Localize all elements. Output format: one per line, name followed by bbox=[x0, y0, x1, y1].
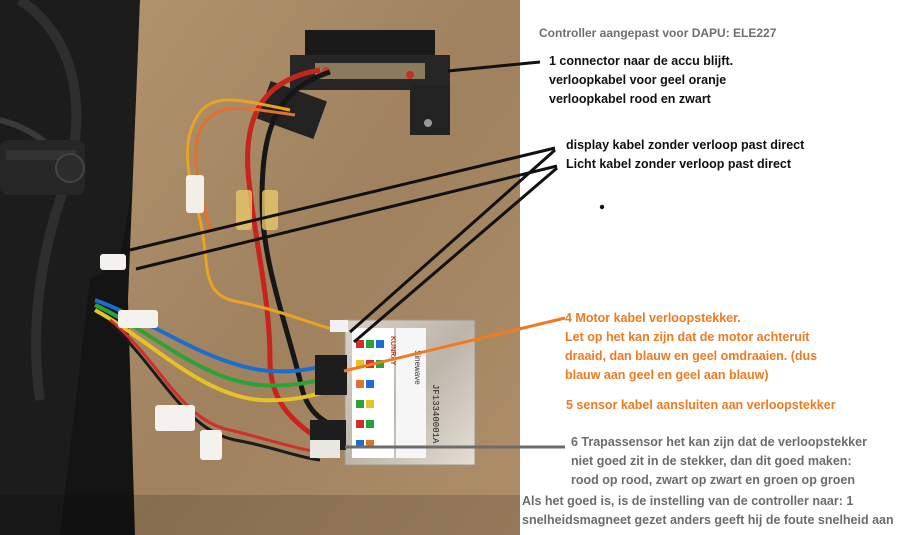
note-final: Als het goed is, is de instelling van de… bbox=[522, 492, 894, 530]
note-final-line-2: snelheidsmagneet gezet anders geeft hij … bbox=[522, 513, 894, 527]
note-display-line-2: Licht kabel zonder verloop past direct bbox=[566, 157, 792, 171]
note-final-line-1: Als het goed is, is de instelling van de… bbox=[522, 494, 854, 508]
note-sensor: 5 sensor kabel aansluiten aan verloopste… bbox=[566, 398, 836, 412]
note-display: display kabel zonder verloop past direct… bbox=[566, 136, 804, 174]
note-connector: 1 connector naar de accu blijft. verloop… bbox=[549, 52, 733, 109]
note-motor-line-4: blauw aan geel en geel aan blauw) bbox=[565, 368, 769, 382]
photo-panel: KUNRAY Sinewave JF13340001A bbox=[0, 0, 520, 535]
note-connector-line-3: verloopkabel rood en zwart bbox=[549, 92, 711, 106]
note-connector-line-2: verloopkabel voor geel oranje bbox=[549, 73, 727, 87]
note-motor-line-2: Let op het kan zijn dat de motor achteru… bbox=[565, 330, 810, 344]
note-pedal: 6 Trapassensor het kan zijn dat de verlo… bbox=[571, 433, 867, 490]
note-pedal-line-3: rood op rood, zwart op zwart en groen op… bbox=[571, 473, 856, 487]
note-pedal-line-1: 6 Trapassensor het kan zijn dat de verlo… bbox=[571, 435, 867, 449]
note-motor-line-1: 4 Motor kabel verloopstekker. bbox=[565, 311, 741, 325]
note-motor-line-3: draaid, dan blauw en geel omdraaien. (du… bbox=[565, 349, 818, 363]
photo-illustration bbox=[0, 0, 520, 535]
note-motor: 4 Motor kabel verloopstekker. Let op het… bbox=[565, 309, 817, 385]
note-pedal-line-2: niet goed zit in de stekker, dan dit goe… bbox=[571, 454, 852, 468]
note-display-line-1: display kabel zonder verloop past direct bbox=[566, 138, 805, 152]
note-connector-line-1: 1 connector naar de accu blijft. bbox=[549, 54, 734, 68]
page-title: Controller aangepast voor DAPU: ELE227 bbox=[539, 26, 777, 40]
